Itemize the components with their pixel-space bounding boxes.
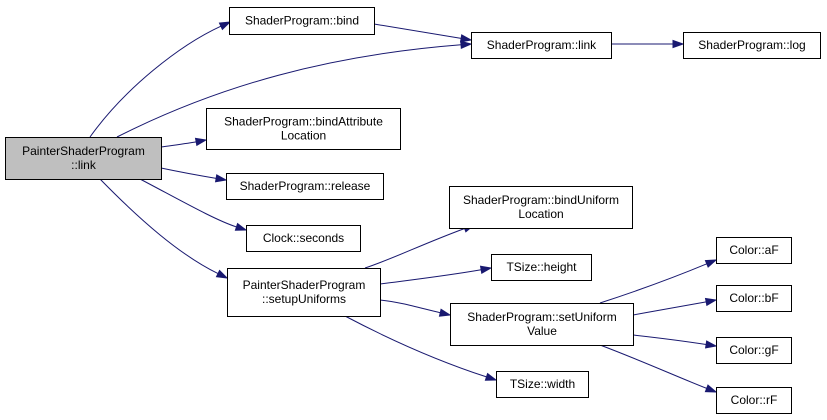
edge-root-to-sp_link	[116, 44, 462, 138]
edge-psp_setup-to-sp_setuniform	[379, 299, 441, 314]
arrowhead-root-to-sp_link	[460, 40, 473, 50]
node-label-tsize_height-line-0: TSize::height	[506, 260, 577, 274]
node-box-sp_bind	[229, 7, 375, 35]
edge-psp_setup-to-sp_binduniform	[364, 228, 465, 269]
arrowhead-sp_bind-to-sp_link	[459, 34, 473, 43]
node-sp_link[interactable]: ShaderProgram::link	[471, 32, 612, 59]
arrowhead-root-to-sp_release	[214, 174, 228, 183]
node-label-color_bf-line-0: Color::bF	[729, 291, 778, 305]
node-label-sp_binduniform-line-1: Location	[518, 207, 563, 221]
node-label-sp_log-line-0: ShaderProgram::log	[698, 38, 805, 52]
node-label-sp_bindattr-line-1: Location	[281, 129, 326, 143]
edge-root-to-clock_seconds	[139, 178, 237, 228]
node-label-color_gf-line-0: Color::gF	[729, 343, 778, 357]
node-box-psp_setup	[227, 268, 381, 317]
arrowhead-sp_setuniform-to-color_af	[704, 259, 718, 268]
arrowhead-psp_setup-to-sp_setuniform	[438, 308, 452, 317]
edge-sp_setuniform-to-color_af	[599, 263, 707, 304]
arrowhead-sp_setuniform-to-color_gf	[704, 340, 718, 349]
node-box-root	[5, 137, 162, 180]
arrowhead-root-to-sp_bind	[218, 21, 232, 31]
arrowhead-psp_setup-to-tsize_width	[484, 372, 498, 381]
arrowhead-sp_setuniform-to-color_rf	[704, 384, 718, 393]
node-label-sp_bindattr-line-0: ShaderProgram::bindAttribute	[224, 115, 383, 129]
edge-root-to-sp_release	[160, 167, 217, 179]
node-color_rf[interactable]: Color::rF	[716, 387, 792, 414]
node-box-tsize_height	[491, 254, 592, 281]
node-sp_log[interactable]: ShaderProgram::log	[683, 32, 821, 59]
edge-root-to-psp_setup	[99, 178, 219, 275]
node-tsize_width[interactable]: TSize::width	[496, 371, 589, 398]
arrowhead-root-to-psp_setup	[215, 269, 229, 279]
edge-sp_setuniform-to-color_rf	[599, 344, 707, 389]
node-label-sp_setuniform-line-1: Value	[527, 324, 557, 338]
edge-root-to-sp_bind	[89, 25, 222, 138]
node-clock_seconds[interactable]: Clock::seconds	[246, 225, 361, 252]
node-box-tsize_width	[496, 371, 589, 398]
node-box-sp_release	[226, 173, 384, 200]
arrowhead-root-to-sp_bindattr	[194, 137, 208, 147]
node-label-clock_seconds-line-0: Clock::seconds	[263, 231, 344, 245]
node-label-sp_bind-line-0: ShaderProgram::bind	[245, 14, 359, 28]
node-tsize_height[interactable]: TSize::height	[491, 254, 592, 281]
arrowhead-root-to-clock_seconds	[234, 222, 248, 231]
nodes-layer: PainterShaderProgram::linkShaderProgram:…	[5, 7, 821, 414]
edge-sp_bind-to-sp_link	[373, 23, 462, 39]
node-box-color_gf	[716, 337, 792, 364]
edge-root-to-sp_bindattr	[160, 141, 197, 148]
node-box-clock_seconds	[246, 225, 361, 252]
node-label-sp_binduniform-line-0: ShaderProgram::bindUniform	[463, 193, 619, 207]
node-box-color_rf	[716, 387, 792, 414]
node-label-sp_release-line-0: ShaderProgram::release	[240, 179, 371, 193]
edge-psp_setup-to-tsize_width	[344, 315, 487, 378]
arrowhead-sp_link-to-sp_log	[672, 39, 685, 49]
node-label-psp_setup-line-1: ::setupUniforms	[262, 292, 346, 306]
node-psp_setup[interactable]: PainterShaderProgram::setupUniforms	[227, 268, 381, 317]
edges-layer	[89, 21, 718, 393]
node-box-color_bf	[716, 285, 792, 312]
node-label-root-line-0: PainterShaderProgram	[22, 144, 145, 158]
arrowhead-sp_setuniform-to-color_bf	[704, 297, 718, 307]
node-box-sp_link	[471, 32, 612, 59]
node-root[interactable]: PainterShaderProgram::link	[5, 137, 162, 180]
node-box-sp_binduniform	[449, 186, 633, 229]
node-label-color_af-line-0: Color::aF	[729, 243, 778, 257]
node-color_af[interactable]: Color::aF	[716, 237, 792, 264]
node-label-root-line-1: ::link	[71, 158, 97, 172]
node-box-sp_setuniform	[450, 303, 634, 346]
node-box-sp_log	[683, 32, 821, 59]
edge-sp_setuniform-to-color_gf	[632, 334, 707, 345]
node-label-sp_setuniform-line-0: ShaderProgram::setUniform	[467, 310, 616, 324]
node-label-tsize_width-line-0: TSize::width	[510, 377, 575, 391]
edge-psp_setup-to-tsize_height	[379, 269, 482, 285]
node-box-sp_bindattr	[206, 108, 401, 150]
node-color_bf[interactable]: Color::bF	[716, 285, 792, 312]
node-label-psp_setup-line-0: PainterShaderProgram	[243, 278, 366, 292]
node-color_gf[interactable]: Color::gF	[716, 337, 792, 364]
node-label-color_rf-line-0: Color::rF	[731, 393, 778, 407]
node-sp_release[interactable]: ShaderProgram::release	[226, 173, 384, 200]
node-box-color_af	[716, 237, 792, 264]
node-label-sp_link-line-0: ShaderProgram::link	[487, 38, 597, 52]
edge-sp_setuniform-to-color_bf	[632, 301, 707, 316]
arrowhead-psp_setup-to-tsize_height	[479, 265, 493, 274]
node-sp_bind[interactable]: ShaderProgram::bind	[229, 7, 375, 35]
